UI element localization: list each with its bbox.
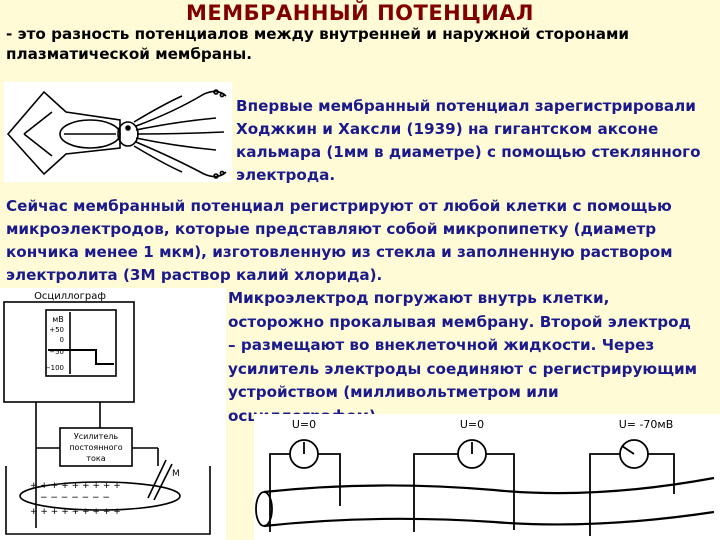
ion-charges: + + + + + + + + + − − − − − − − + + + + …	[30, 481, 121, 517]
tick-label: −100	[45, 364, 64, 372]
oscilloscope-unit: мВ	[52, 315, 64, 324]
amplifier-label-2: постоянного	[69, 443, 122, 452]
procedure-line: устройством (милливольтметром или	[228, 383, 559, 401]
electrode-label: М	[172, 469, 180, 479]
oscilloscope-label: Осциллограф	[34, 291, 106, 302]
procedure-line: осторожно прокалывая мембрану. Второй эл…	[228, 312, 691, 331]
meter-label-1: U=0	[292, 418, 316, 431]
procedure-line: – размещают во внеклеточной жидкости. Че…	[228, 336, 655, 354]
microelectrode-paragraph: Сейчас мембранный потенциал регистрируют…	[6, 197, 673, 284]
axon-voltmeter-figure: U=0 U=0 U= -70мВ	[254, 414, 720, 540]
meter-label-2: U=0	[460, 418, 484, 431]
amplifier-label-1: Усилитель	[74, 432, 118, 441]
tick-label: +50	[49, 326, 64, 334]
page-title: МЕМБРАННЫЙ ПОТЕНЦИАЛ	[185, 1, 534, 25]
tick-label: 0	[60, 336, 64, 344]
procedure-line: Микроэлектрод погружают внутрь клетки,	[228, 289, 610, 307]
svg-text:+ + + + + + + + +: + + + + + + + + +	[30, 481, 121, 491]
tick-label: −50	[49, 348, 64, 356]
amplifier-label-3: тока	[86, 454, 105, 463]
procedure-paragraph: Микроэлектрод погружают внутрь клетки, о…	[228, 287, 720, 428]
squid-icon	[6, 89, 227, 179]
svg-text:+ + + + + + + + +: + + + + + + + + +	[30, 507, 121, 517]
definition-text: - это разность потенциалов между внутрен…	[6, 24, 718, 64]
definition-line-2: плазматической мембраны.	[6, 45, 253, 63]
squid-illustration	[4, 82, 232, 182]
history-paragraph: Впервые мембранный потенциал зарегистрир…	[236, 97, 701, 184]
meter-label-3: U= -70мВ	[619, 418, 674, 431]
svg-text:− − − − − − −: − − − − − − −	[40, 493, 110, 503]
definition-line-1: - это разность потенциалов между внутрен…	[6, 25, 630, 43]
procedure-line: усилитель электроды соединяют с регистри…	[228, 359, 698, 378]
oscilloscope-setup-figure: Осциллограф мВ +50 0 −50 −100 Усилитель …	[0, 288, 226, 540]
